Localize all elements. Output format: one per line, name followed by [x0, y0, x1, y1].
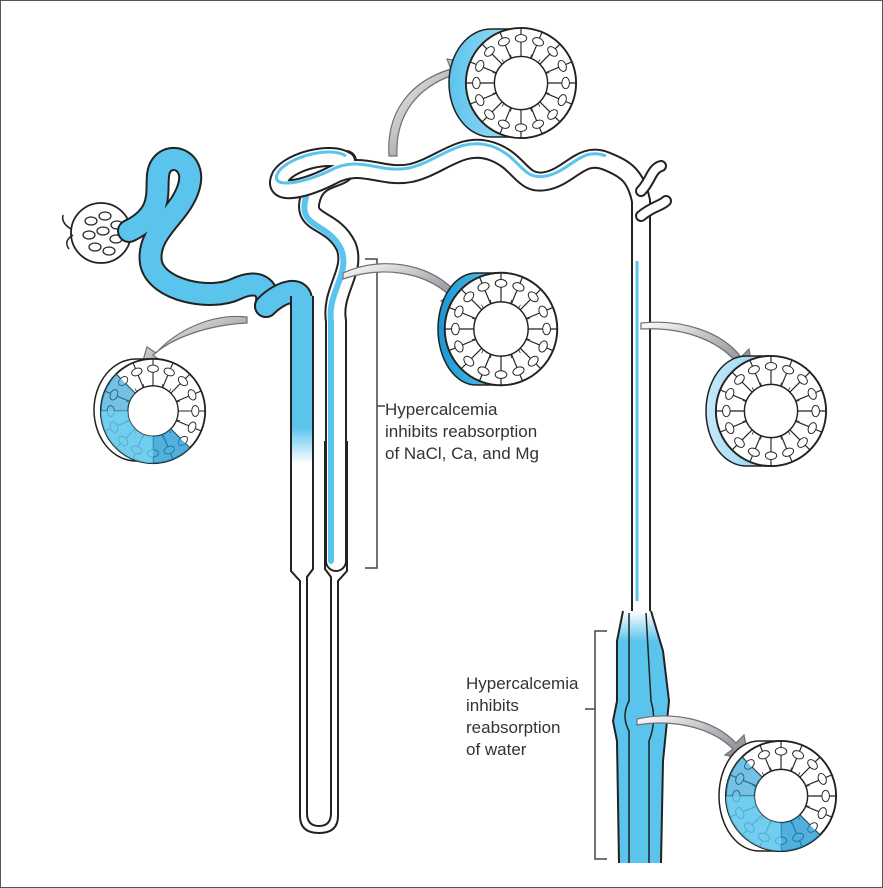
cross-section-thick-ascending	[438, 273, 557, 386]
cross-section-proximal	[94, 359, 205, 463]
annotation-loop-of-henle: Hypercalcemia inhibits reabsorption of N…	[385, 399, 605, 465]
bracket-loop	[365, 259, 385, 568]
cross-section-distal	[706, 356, 826, 466]
collecting-duct	[613, 611, 669, 863]
cross-section-collecting-duct	[719, 741, 836, 851]
cross-section-top	[449, 28, 576, 138]
annotation-collecting-duct: Hypercalcemia inhibits reabsorption of w…	[466, 673, 616, 761]
